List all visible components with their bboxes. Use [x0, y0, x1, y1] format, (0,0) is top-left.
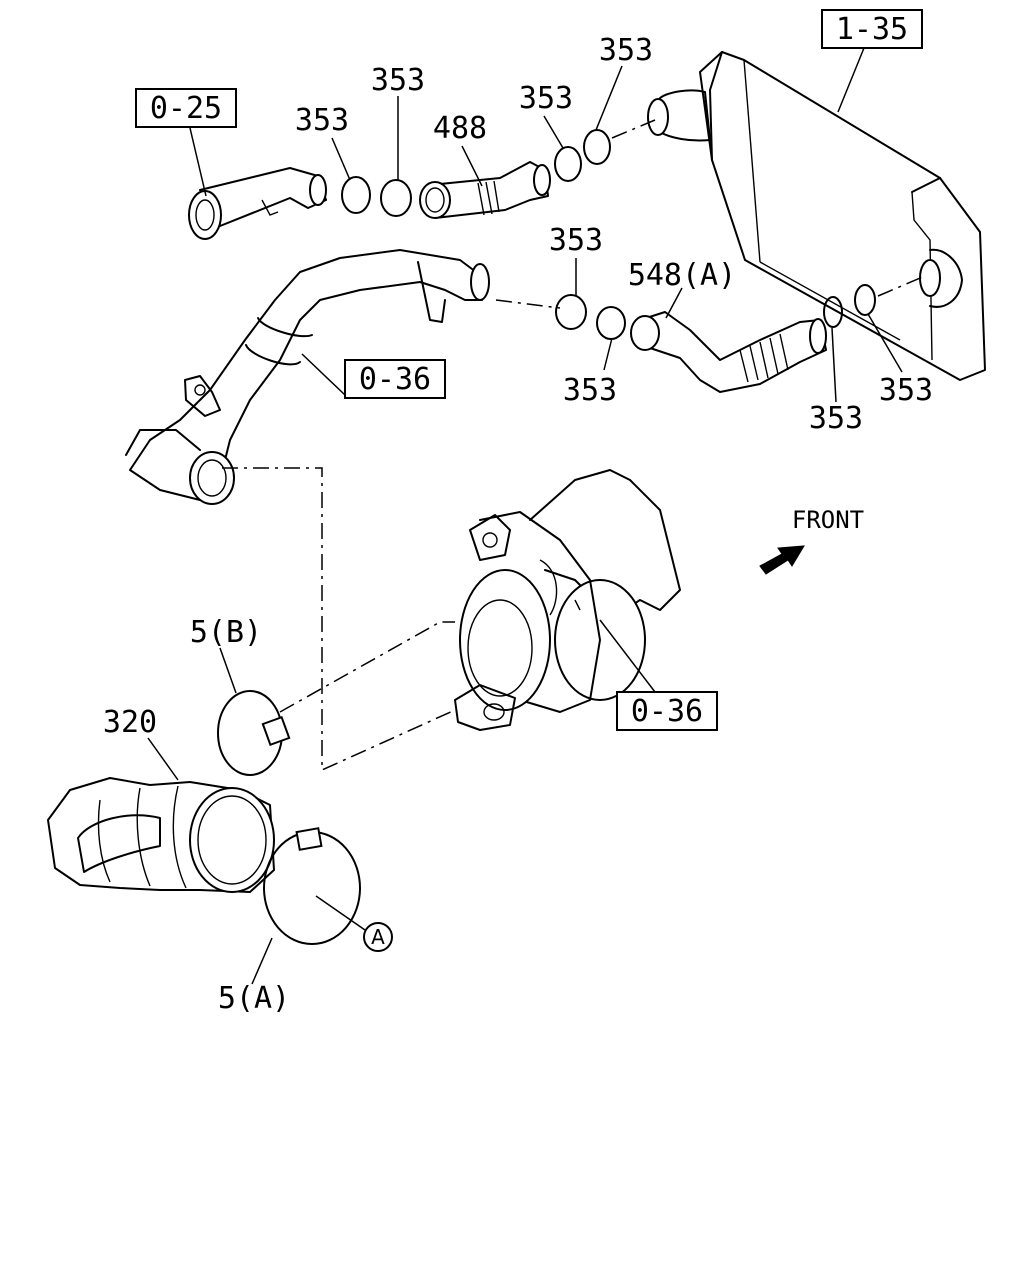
- clamp-353-a: [341, 176, 371, 214]
- clamp-353-e: [555, 294, 587, 330]
- part-label-5b: 5(B): [190, 615, 262, 650]
- ref-box-1-35: 1-35: [821, 9, 923, 49]
- turbo-outlet-pipe: [125, 249, 490, 505]
- intake-pipe-320: [47, 777, 275, 893]
- front-arrow-icon: [759, 545, 805, 575]
- ref-box-0-36-upper: 0-36: [344, 359, 446, 399]
- part-label-353-f: 353: [563, 373, 617, 408]
- ref-label-1-35: 1-35: [836, 12, 908, 47]
- leader-lines: [147, 47, 903, 985]
- clamp-353-c: [554, 146, 582, 182]
- part-label-5a: 5(A): [218, 981, 290, 1016]
- clamp-353-f: [596, 306, 626, 340]
- upper-pipe: [188, 167, 327, 240]
- ref-label-0-36-upper: 0-36: [359, 362, 431, 397]
- clamp-5b: [217, 690, 291, 776]
- front-indicator: FRONT: [759, 506, 864, 575]
- clamp-5a: [263, 827, 361, 945]
- part-label-353-e: 353: [549, 223, 603, 258]
- ref-box-0-25: 0-25: [135, 88, 237, 128]
- part-label-353-c: 353: [519, 81, 573, 116]
- marker-a: A: [363, 922, 393, 952]
- front-label: FRONT: [792, 506, 864, 534]
- ref-label-0-25: 0-25: [150, 91, 222, 126]
- assembly-centerlines: [222, 119, 926, 772]
- part-label-353-h: 353: [879, 373, 933, 408]
- part-label-353-a: 353: [295, 103, 349, 138]
- hose-488: [419, 161, 551, 219]
- part-label-353-b: 353: [371, 63, 425, 98]
- part-label-488: 488: [433, 111, 487, 146]
- ref-box-0-36-lower: 0-36: [616, 691, 718, 731]
- part-label-353-g: 353: [809, 401, 863, 436]
- part-label-320: 320: [103, 705, 157, 740]
- clamp-353-h: [854, 284, 876, 316]
- part-label-353-d: 353: [599, 33, 653, 68]
- clamp-353-b: [380, 179, 412, 217]
- part-label-548a: 548(A): [628, 258, 736, 293]
- intercooler: [647, 51, 986, 381]
- clamp-353-g: [823, 296, 843, 328]
- turbocharger: [454, 469, 681, 731]
- ref-label-0-36-lower: 0-36: [631, 694, 703, 729]
- marker-a-label: A: [371, 925, 385, 949]
- clamp-353-d: [583, 129, 611, 165]
- hose-clamps: [341, 129, 876, 340]
- hose-548a: [630, 311, 827, 393]
